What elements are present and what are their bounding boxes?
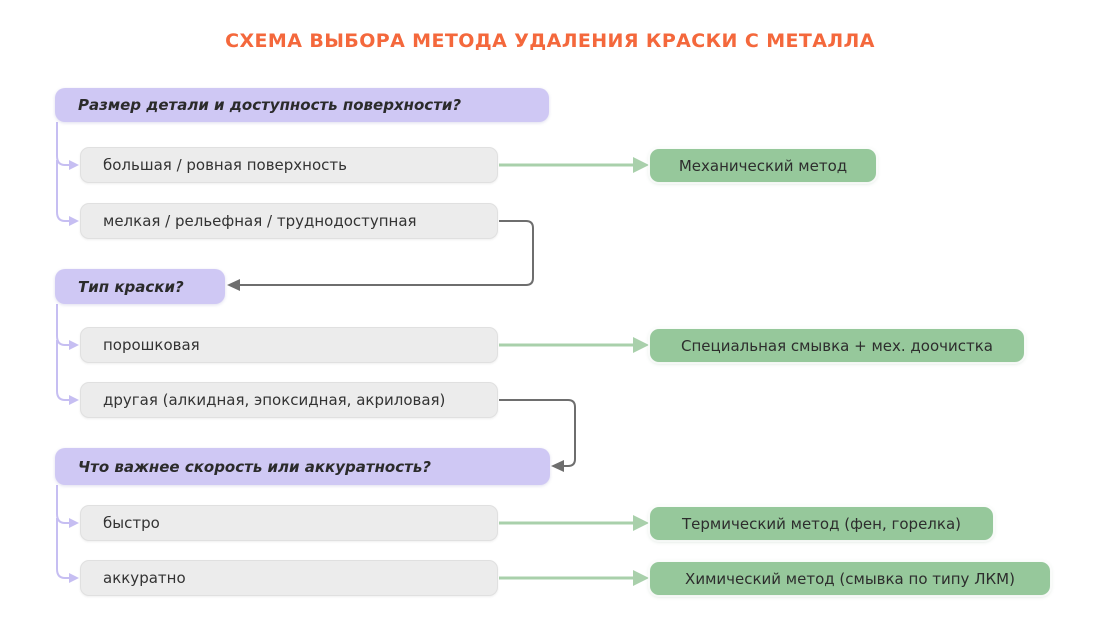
purple-branch-q3 <box>56 485 70 579</box>
option-box-other-paint: другая (алкидная, эпоксидная, акриловая) <box>80 382 498 418</box>
purple-arrowhead-option2 <box>69 216 79 226</box>
purple-arrowhead-option6 <box>69 573 79 583</box>
option-box-fast: быстро <box>80 505 498 541</box>
green-arrowhead-result4 <box>633 570 649 586</box>
result-box-chemical: Химический метод (смывка по типу ЛКМ) <box>650 562 1050 595</box>
question-box-size-accessibility: Размер детали и доступность поверхности? <box>55 88 549 122</box>
purple-arrowhead-option3 <box>69 340 79 350</box>
gray-arrowhead-q2 <box>227 279 240 291</box>
result-box-mechanical: Механический метод <box>650 149 876 182</box>
result-box-special-remover: Специальная смывка + мех. доочистка <box>650 329 1024 362</box>
green-arrowhead-result2 <box>633 337 649 353</box>
purple-arrowhead-option5 <box>69 518 79 528</box>
purple-branch-q2 <box>56 304 70 401</box>
result-box-thermal: Термический метод (фен, горелка) <box>650 507 993 540</box>
purple-arrowhead-option1 <box>69 160 79 170</box>
option-box-small-relief: мелкая / рельефная / труднодоступная <box>80 203 498 239</box>
question-box-speed-vs-accuracy: Что важнее скорость или аккуратность? <box>55 448 550 485</box>
purple-arrowhead-option4 <box>69 395 79 405</box>
question-box-paint-type: Тип краски? <box>55 269 225 304</box>
option-box-powder: порошковая <box>80 327 498 363</box>
page-title: СХЕМА ВЫБОРА МЕТОДА УДАЛЕНИЯ КРАСКИ С МЕ… <box>225 30 875 52</box>
gray-arrowhead-q3 <box>551 460 564 472</box>
option-box-large-flat: большая / ровная поверхность <box>80 147 498 183</box>
purple-branch-q1 <box>56 122 70 222</box>
green-result-arrows <box>499 163 634 580</box>
green-arrowhead-result3 <box>633 515 649 531</box>
green-arrowhead-result1 <box>633 157 649 173</box>
option-box-accurate: аккуратно <box>80 560 498 596</box>
